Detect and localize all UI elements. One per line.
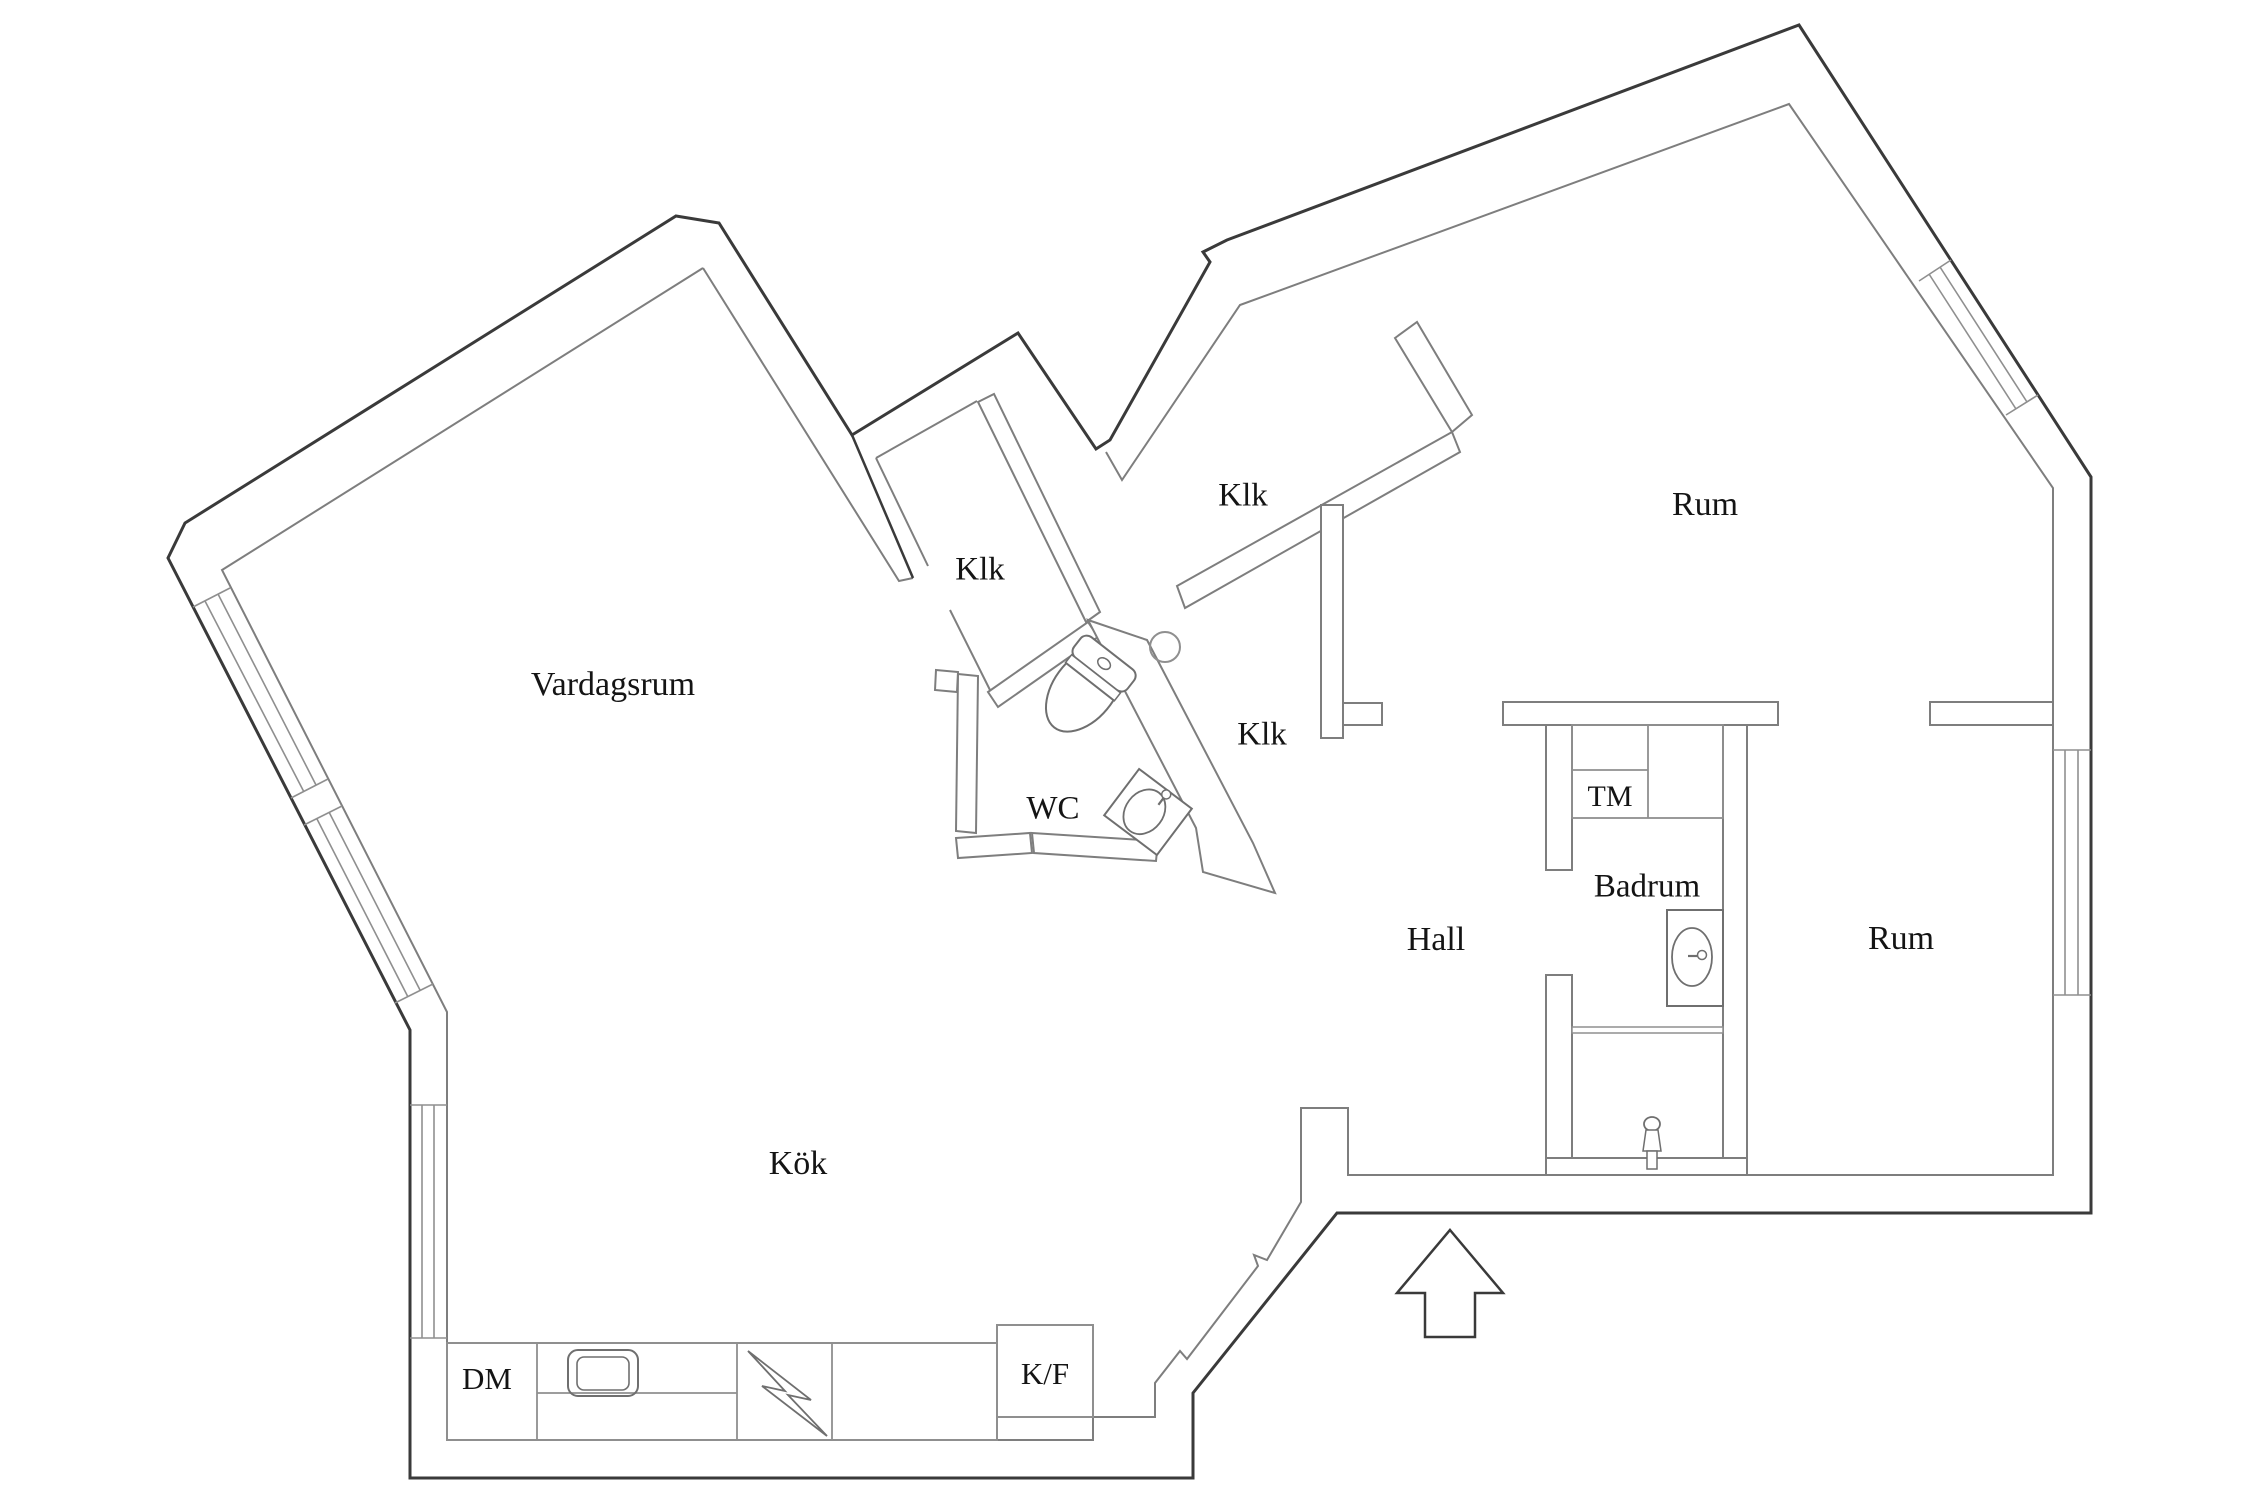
shower-partition xyxy=(1571,1026,1724,1034)
room-label-rum-right: Rum xyxy=(1868,920,1934,957)
room-label-dm: DM xyxy=(462,1361,512,1396)
fridge-freezer-box xyxy=(996,1324,1094,1418)
wall-klk1-east xyxy=(976,392,1102,624)
badrum-sink-basin xyxy=(1671,927,1713,987)
entrance-arrow-icon xyxy=(1394,1228,1506,1339)
room-label-klk-2: Klk xyxy=(1218,478,1268,514)
room-label-klk-1: Klk xyxy=(955,552,1005,588)
wall-klk2-southeast xyxy=(1393,320,1474,434)
wall-rum-top-a xyxy=(1502,701,1779,726)
room-label-kf: K/F xyxy=(1021,1356,1069,1391)
room-label-klk-3: Klk xyxy=(1237,717,1287,753)
room-label-hall: Hall xyxy=(1407,921,1466,958)
badrum-sink-box xyxy=(1666,909,1724,1007)
window-topright-glass-a xyxy=(1939,266,2028,403)
window-topright-glass-b xyxy=(1928,273,2017,410)
wall-badrum-west-lower xyxy=(1545,974,1573,1159)
window-left-2-glass-a xyxy=(316,818,409,998)
wc-sink-tap-ball xyxy=(1160,789,1172,800)
room-label-rum-top: Rum xyxy=(1672,486,1738,523)
window-left-1-glass-a xyxy=(204,600,305,793)
window-left-2-end-a xyxy=(303,805,343,826)
wall-wc-south-left xyxy=(954,831,1034,860)
room-label-wc: WC xyxy=(1026,791,1079,827)
klk1-south-edge xyxy=(949,609,991,691)
shower-head xyxy=(1643,1116,1661,1132)
room-label-vardagsrum: Vardagsrum xyxy=(531,666,695,703)
window-left-1-glass-b xyxy=(217,593,317,786)
stove-bolt-icon xyxy=(747,1350,828,1437)
toilet-knob xyxy=(1097,656,1112,671)
room-label-badrum: Badrum xyxy=(1594,869,1701,905)
wc-sink-box xyxy=(1102,767,1194,857)
door-knob-circle xyxy=(1149,631,1181,663)
window-left-2-glass-b xyxy=(328,811,421,991)
shower-cone xyxy=(1642,1129,1662,1152)
window-left-1-end-b xyxy=(290,778,329,799)
shower-base xyxy=(1646,1150,1658,1170)
wall-spine xyxy=(1085,618,1277,895)
vardagsrum-east-inner xyxy=(702,267,914,583)
wall-rum-top-b xyxy=(1929,701,2054,726)
kitchen-sink-outer xyxy=(567,1349,639,1397)
kitchen-sink-inner xyxy=(576,1356,630,1391)
wall-wc-west xyxy=(954,672,980,835)
badrum-sink-tap-ball xyxy=(1696,949,1708,961)
window-topright-end-a xyxy=(1918,259,1952,282)
kitchen-counter xyxy=(446,1342,998,1441)
wall-badrum-west-upper xyxy=(1545,724,1573,871)
wall-hall-klk3-foot xyxy=(1342,702,1383,726)
wall-wc-west-nib xyxy=(933,668,960,694)
wall-klk2-southwest xyxy=(1175,430,1462,610)
wall-hall-klk3 xyxy=(1320,504,1344,739)
klk1-north-edge xyxy=(875,400,978,459)
room-label-tm: TM xyxy=(1588,780,1633,813)
window-left-2-end-b xyxy=(394,983,434,1004)
vardagsrum-east-wall xyxy=(850,434,915,579)
room-label-kok: Kök xyxy=(769,1145,828,1182)
wall-wc-south-right xyxy=(1030,831,1160,863)
window-left-1-end-a xyxy=(192,587,231,608)
wall-badrum-east xyxy=(1722,724,1748,1176)
toilet-bowl xyxy=(1045,661,1115,733)
klk1-west-edge xyxy=(875,457,929,567)
window-topright-end-b xyxy=(2005,394,2039,416)
wc-sink-basin xyxy=(1122,788,1167,836)
